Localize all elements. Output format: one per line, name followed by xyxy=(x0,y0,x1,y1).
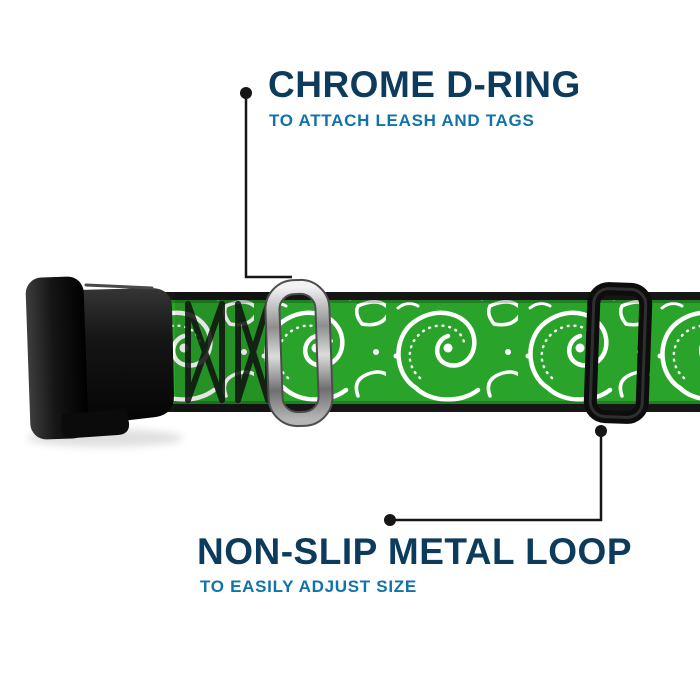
strap-top-shade xyxy=(122,300,700,303)
callout-dot-bottom-near-loop xyxy=(595,425,607,437)
webbing-fold-stitching xyxy=(175,292,275,412)
chrome-d-ring xyxy=(264,278,334,428)
callout-line-top xyxy=(240,87,292,279)
strap-bottom-edge xyxy=(122,404,700,412)
callout-line-bottom xyxy=(384,425,607,526)
bottom-callout-subtitle: TO EASILY ADJUST SIZE xyxy=(200,577,417,596)
bottom-callout-title: NON-SLIP METAL LOOP xyxy=(197,531,633,572)
metal-loop-slider xyxy=(583,282,653,424)
strap-bottom-shade xyxy=(122,401,700,404)
top-callout-subtitle: TO ATTACH LEASH AND TAGS xyxy=(269,111,535,130)
callout-dot-top xyxy=(240,87,252,99)
callout-dot-bottom-near-text xyxy=(384,514,396,526)
strap-top-edge xyxy=(122,292,700,300)
top-callout-title: CHROME D-RING xyxy=(268,64,581,105)
buckle xyxy=(25,276,183,447)
